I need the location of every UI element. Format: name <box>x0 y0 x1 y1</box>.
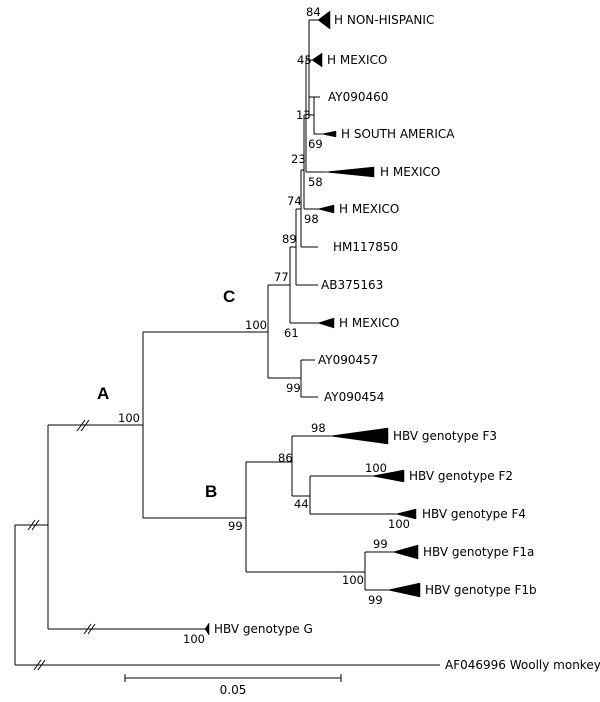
taxon-label-ay090454: AY090454 <box>324 390 384 404</box>
clade-label-b: B <box>205 482 217 501</box>
support-value: 86 <box>278 451 293 465</box>
clade-triangle-h-mexico-1 <box>311 52 323 68</box>
taxon-label-ay090460: AY090460 <box>328 90 388 104</box>
tree-branches <box>14 19 440 666</box>
clade-triangle-h-mexico-3 <box>317 204 335 214</box>
clade-label-a: A <box>97 384 109 403</box>
clade-triangle-f1a <box>392 544 419 560</box>
support-value: 44 <box>294 497 309 511</box>
support-value: 98 <box>311 421 326 435</box>
taxon-label-f2: HBV genotype F2 <box>409 469 513 483</box>
taxon-label-g: HBV genotype G <box>214 622 313 636</box>
clade-triangle-f2 <box>371 469 405 483</box>
clade-triangle-h-south-america <box>321 130 337 138</box>
support-value: 23 <box>291 152 306 166</box>
taxon-label-h-mexico-2: H MEXICO <box>380 165 440 179</box>
taxon-label-f3: HBV genotype F3 <box>393 429 497 443</box>
scale-bar: 0.05 <box>124 674 342 697</box>
support-value: 99 <box>368 593 383 607</box>
scale-bar-label: 0.05 <box>220 683 247 697</box>
support-value: 99 <box>228 519 243 533</box>
taxon-label-ay090457: AY090457 <box>318 353 378 367</box>
taxon-label-h-mexico-1: H MEXICO <box>327 53 387 67</box>
support-value: 69 <box>308 137 323 151</box>
clade-triangle-h-non-hispanic <box>317 10 331 30</box>
support-value: 98 <box>304 212 319 226</box>
taxon-label-outgroup: AF046996 Woolly monkey <box>445 658 600 672</box>
taxon-label-f1b: HBV genotype F1b <box>425 583 537 597</box>
support-value: 89 <box>282 232 297 246</box>
taxon-label-ab375163: AB375163 <box>321 278 383 292</box>
clade-triangle-f4 <box>395 508 417 520</box>
taxon-label-f1a: HBV genotype F1a <box>423 545 534 559</box>
taxon-label-h-mexico-3: H MEXICO <box>339 202 399 216</box>
clade-triangle-f1b <box>387 582 421 598</box>
clade-triangle-g <box>204 622 210 636</box>
clade-label-c: C <box>223 287 235 306</box>
support-value: 45 <box>297 53 312 67</box>
support-value: 100 <box>342 573 364 587</box>
taxon-label-h-non-hispanic: H NON-HISPANIC <box>334 13 434 27</box>
support-value: 61 <box>284 326 299 340</box>
taxon-label-f4: HBV genotype F4 <box>422 507 526 521</box>
support-value: 99 <box>373 537 388 551</box>
support-value: 100 <box>183 632 205 646</box>
support-value: 77 <box>274 270 289 284</box>
taxon-label-h-mexico-4: H MEXICO <box>339 316 399 330</box>
taxon-label-hm117850: HM117850 <box>333 240 398 254</box>
support-value: 84 <box>306 5 321 19</box>
bootstrap-values: 84 45 13 69 23 58 74 98 89 77 100 61 99 … <box>118 5 410 646</box>
support-value: 100 <box>245 318 267 332</box>
collapsed-clades <box>204 10 421 636</box>
support-value: 99 <box>286 381 301 395</box>
support-value: 58 <box>308 175 323 189</box>
clade-triangle-f3 <box>329 427 389 445</box>
support-value: 100 <box>365 461 387 475</box>
clade-triangle-h-mexico-4 <box>317 317 335 329</box>
clade-labels: A B C <box>97 287 235 501</box>
support-value: 100 <box>118 411 140 425</box>
taxon-labels: H NON-HISPANIC H MEXICO AY090460 H SOUTH… <box>214 13 600 672</box>
branch-break-marks <box>27 419 96 671</box>
clade-triangle-h-mexico-2 <box>324 166 375 178</box>
support-value: 100 <box>388 517 410 531</box>
taxon-label-h-south-america: H SOUTH AMERICA <box>341 127 455 141</box>
support-value: 13 <box>296 108 311 122</box>
support-value: 74 <box>287 194 302 208</box>
